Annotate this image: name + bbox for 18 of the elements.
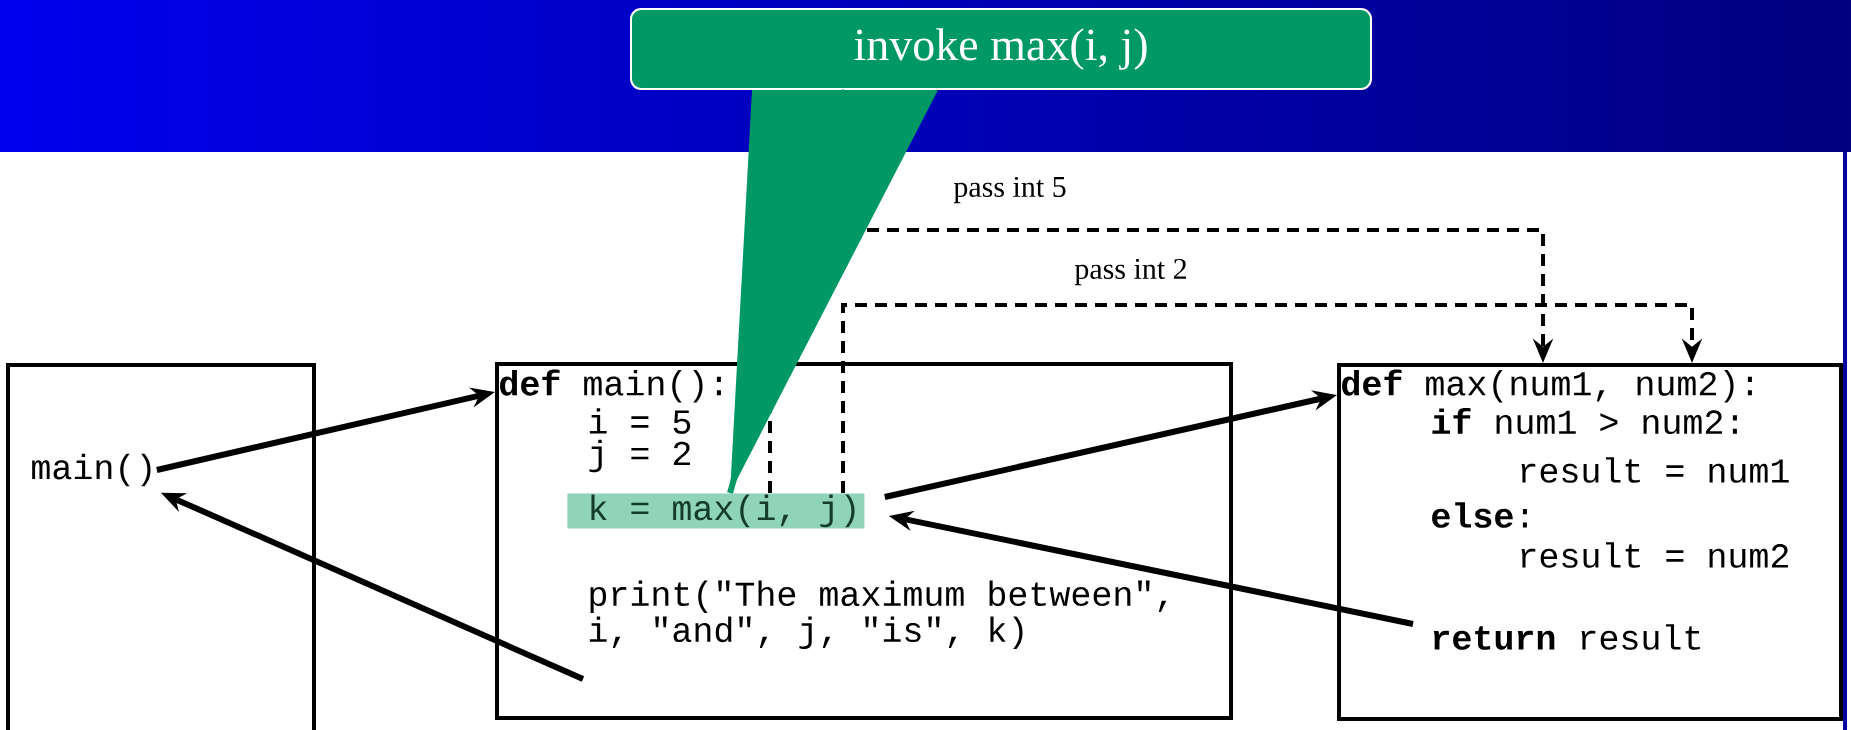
code-statement: print("The maximum between", i, "and", j, "is", k) <box>589 580 1167 650</box>
edge-label: pass int 5 <box>949 172 1071 208</box>
code-line: if num1 > num2: <box>1432 407 1737 435</box>
callout-pointer <box>727 89 938 494</box>
code-line: main() <box>32 453 151 487</box>
code-line: i = 5 <box>589 408 691 434</box>
code-line: else: <box>1432 502 1527 528</box>
callout: invoke max(i, j) <box>630 8 1372 90</box>
code-line: def max(num1, num2): <box>1342 369 1752 403</box>
highlight-bar: k = max(i, j) <box>567 493 865 529</box>
stack-frame-box <box>6 363 316 730</box>
edge-label: pass int 2 <box>1070 254 1192 290</box>
code-line: return result <box>1433 624 1700 650</box>
code-line: result = num1 <box>1521 457 1789 483</box>
code-line: def main(): <box>500 369 721 403</box>
code-line: result = num2 <box>1521 542 1788 568</box>
arrow <box>841 303 1703 493</box>
code-line: j = 2 <box>589 439 690 473</box>
